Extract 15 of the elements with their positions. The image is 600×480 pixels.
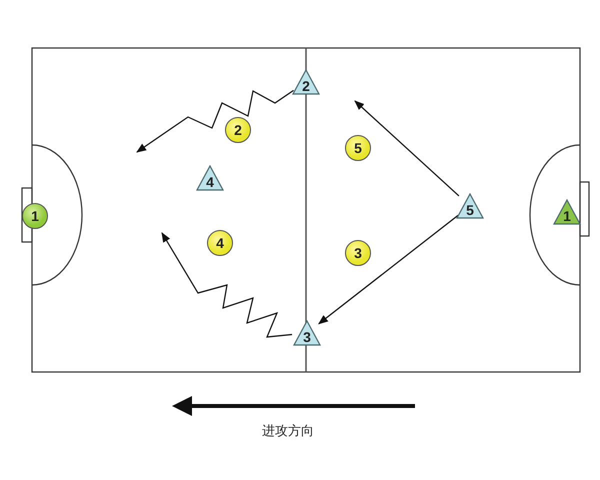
- player-circle: 3: [345, 240, 371, 266]
- player-circle: 2: [225, 117, 251, 143]
- player-circle: 5: [345, 135, 371, 161]
- arrow: [354, 100, 460, 196]
- arrow: [161, 232, 292, 338]
- player-circle: 1: [22, 203, 48, 229]
- player-triangle: 1: [553, 199, 581, 225]
- direction-label: 进攻方向: [262, 422, 314, 440]
- player-circle: 4: [207, 230, 233, 256]
- arrow: [318, 214, 459, 324]
- player-triangle: 3: [293, 320, 321, 346]
- arrow: [136, 90, 294, 153]
- player-triangle: 5: [456, 193, 484, 219]
- player-triangle: 2: [292, 69, 320, 95]
- player-triangle: 4: [196, 165, 224, 191]
